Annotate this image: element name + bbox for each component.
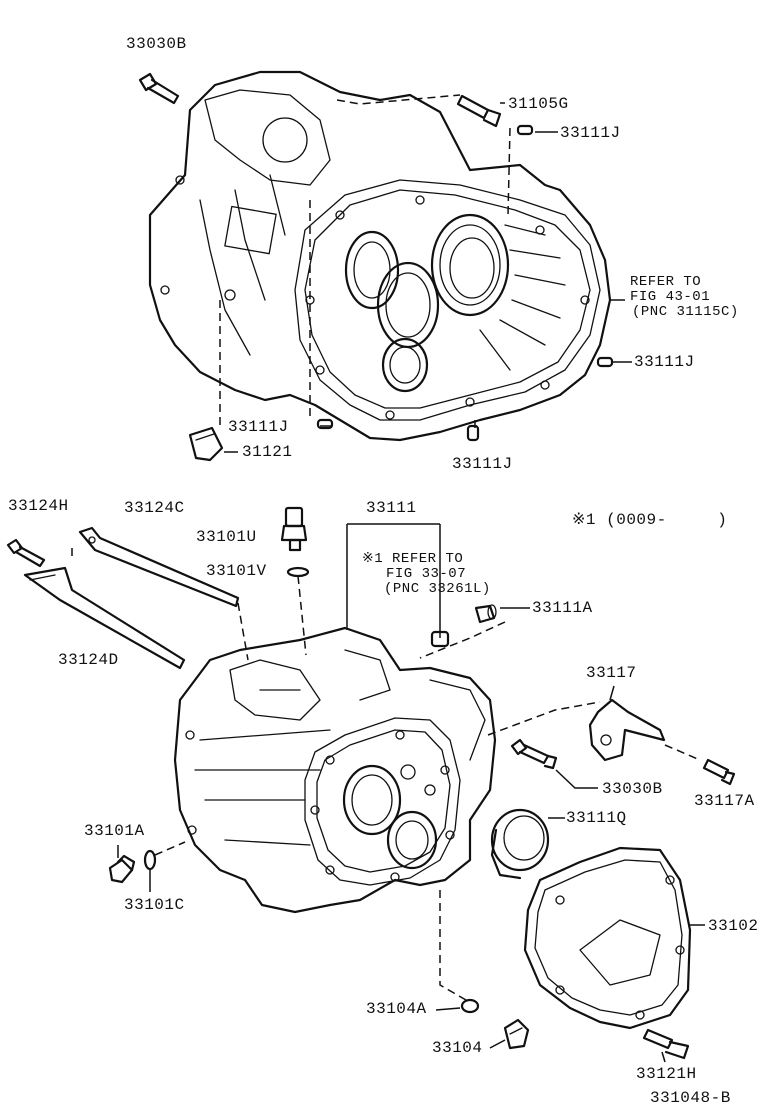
plug-33104 (503, 1018, 530, 1050)
label-33124c: 33124C (124, 499, 185, 517)
pin-33111j-c (316, 418, 334, 430)
plug-33101a (108, 854, 136, 884)
transmission-case-upper (148, 70, 612, 442)
gasket-33104a (460, 998, 480, 1014)
sensor-33101u (280, 506, 308, 552)
label-33111a: 33111A (532, 599, 593, 617)
label-33111j-a: 33111J (560, 124, 621, 142)
label-33124h: 33124H (8, 497, 69, 515)
bolt-33117a (702, 758, 736, 786)
label-33111j-d: 33111J (452, 455, 513, 473)
washer-33101v (286, 566, 310, 578)
refer-note-2-line1: ※1 REFER TO (362, 551, 464, 567)
label-33111j-b: 33111J (634, 353, 695, 371)
label-33102: 33102 (708, 917, 759, 935)
refer-note-2-line2: FIG 33-07 (386, 566, 467, 582)
figure-code: 331048-B (650, 1089, 731, 1107)
label-33101a: 33101A (84, 822, 145, 840)
bolt-31105g (456, 94, 502, 128)
bolt-33030b-mid (510, 738, 558, 770)
label-33030b-mid: 33030B (602, 780, 663, 798)
refer-note-1-line2: FIG 43-01 (630, 289, 711, 305)
bolt-33030b-top (138, 72, 180, 105)
label-33101v: 33101V (206, 562, 267, 580)
bracket-33117 (588, 698, 666, 762)
label-33104: 33104 (432, 1039, 483, 1057)
label-33124d: 33124D (58, 651, 119, 669)
transmission-case-lower (173, 626, 497, 914)
pin-33111j-a (516, 124, 534, 136)
pin-33111j-b (596, 356, 614, 368)
plug-33111a (474, 604, 497, 624)
bolt-33121h (642, 1028, 690, 1060)
applicability-note: ※1 (0009- ) (572, 511, 728, 529)
label-33104a: 33104A (366, 1000, 427, 1018)
label-33030b-top: 33030B (126, 35, 187, 53)
label-33101u: 33101U (196, 528, 257, 546)
label-33117a: 33117A (694, 792, 755, 810)
case-cover-33102 (523, 846, 692, 1030)
cover-31121 (188, 426, 224, 462)
bolt-33124h (6, 538, 46, 568)
label-33111: 33111 (366, 499, 417, 517)
refer-note-2-line3: (PNC 33261L) (384, 581, 491, 597)
label-31105g: 31105G (508, 95, 569, 113)
label-33121h: 33121H (636, 1065, 697, 1083)
seal-33111q (490, 808, 550, 880)
refer-note-1-line3: (PNC 31115C) (632, 304, 739, 320)
rod-33124d (23, 566, 186, 670)
label-33117: 33117 (586, 664, 637, 682)
label-33111j-c: 33111J (228, 418, 289, 436)
gasket-33101c (143, 849, 157, 871)
label-31121: 31121 (242, 443, 293, 461)
pin-33111j-d (466, 424, 480, 442)
refer-note-1-line1: REFER TO (630, 274, 702, 290)
seal-pnc-33261l (430, 630, 450, 648)
rod-33124c (78, 526, 240, 608)
label-33111q: 33111Q (566, 809, 627, 827)
label-33101c: 33101C (124, 896, 185, 914)
